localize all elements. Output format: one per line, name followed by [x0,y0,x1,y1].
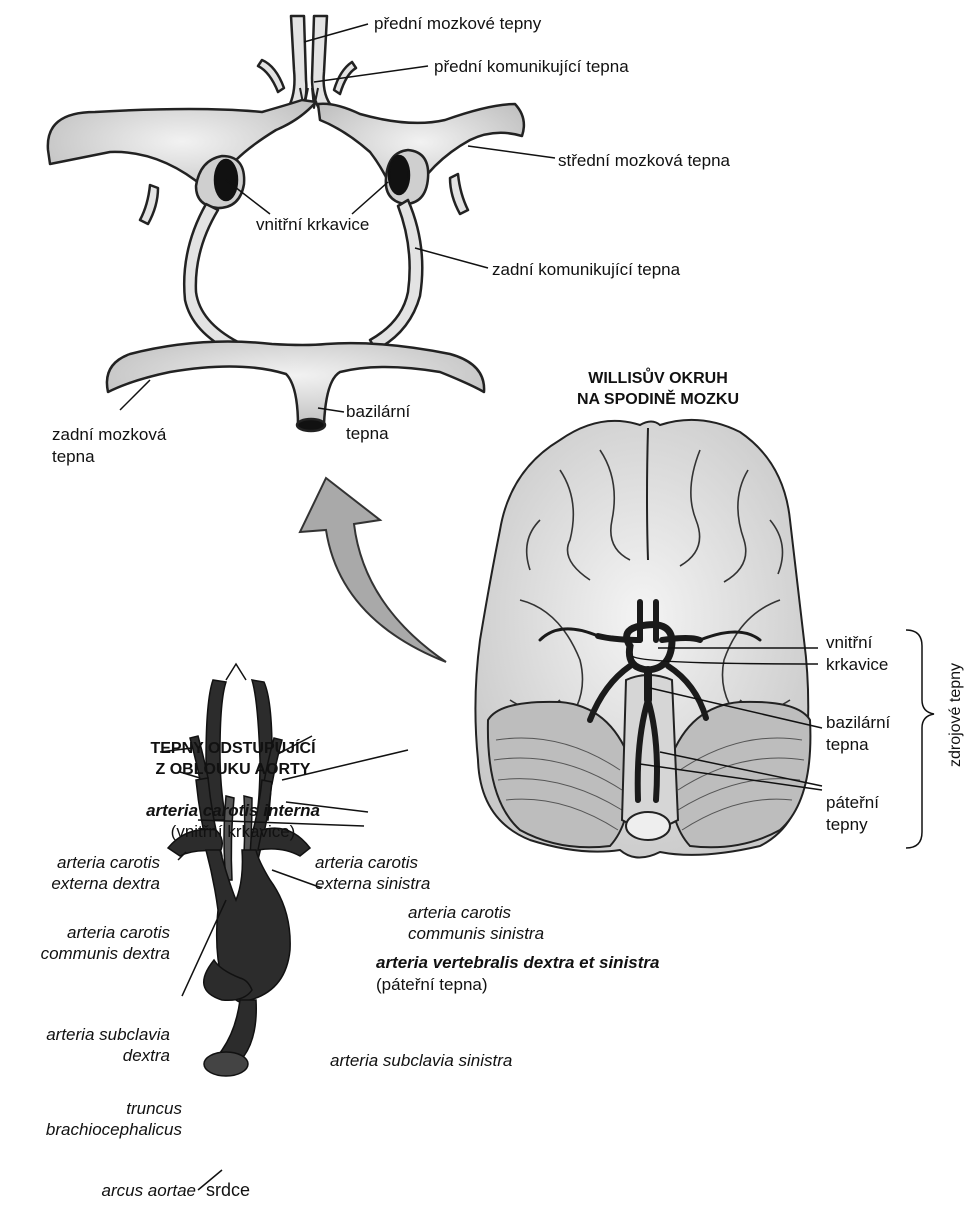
label-comm-dextra-line1: arteria carotis [0,922,170,943]
label-carotis-interna-cz: (vnitřní krkavice) [118,821,348,842]
sources-bracket [906,630,934,848]
label-anterior-communicating-artery: přední komunikující tepna [434,56,629,77]
label-middle-cerebral-artery: střední mozková tepna [558,150,730,171]
label-brain-basilar-line1: bazilární [826,712,890,733]
label-posterior-cerebral-artery-line1: zadní mozková [52,424,166,445]
label-source-arteries: zdrojové tepny [947,645,965,785]
label-comm-dextra-line2: communis dextra [0,943,170,964]
willis-title-line1: WILLISŮV OKRUH [548,368,768,389]
direction-arrow [300,478,446,662]
label-subclavia-dextra-line2: dextra [0,1045,170,1066]
label-anterior-cerebral-arteries: přední mozkové tepny [374,13,541,34]
label-comm-sinistra-line2: communis sinistra [408,923,544,944]
label-truncus-line1: truncus [0,1098,182,1119]
label-brain-vertebral-line2: tepny [826,814,868,835]
label-arcus-aortae: arcus aortae [0,1180,196,1201]
label-vertebralis-cz: (páteřní tepna) [376,974,488,995]
label-brain-carotid-line1: vnitřní [826,632,872,653]
willis-title-line2: NA SPODINĚ MOZKU [548,389,768,410]
aorta-title-line2: Z OBLOUKU AORTY [108,759,358,780]
label-vertebralis: arteria vertebralis dextra et sinistra [376,952,659,973]
aorta-title-line1: TEPNY ODSTUPUJÍCÍ [108,738,358,759]
label-internal-carotid: vnitřní krkavice [256,214,369,235]
label-ext-sinistra-line1: arteria carotis [315,852,418,873]
label-subclavia-dextra-line1: arteria subclavia [0,1024,170,1045]
label-subclavia-sinistra: arteria subclavia sinistra [330,1050,512,1071]
label-brain-basilar-line2: tepna [826,734,869,755]
label-brain-carotid-line2: krkavice [826,654,888,675]
label-basilar-artery-line1: bazilární [346,401,410,422]
label-brain-vertebral-line1: páteřní [826,792,879,813]
label-ext-dextra-line1: arteria carotis [0,852,160,873]
label-ext-dextra-line2: externa dextra [0,873,160,894]
label-posterior-cerebral-artery-line2: tepna [52,446,95,467]
label-posterior-communicating-artery: zadní komunikující tepna [492,259,680,280]
label-srdce: srdce [206,1180,250,1201]
label-carotis-interna: arteria carotis interna [118,800,348,821]
label-comm-sinistra-line1: arteria carotis [408,902,511,923]
label-truncus-line2: brachiocephalicus [0,1119,182,1140]
label-ext-sinistra-line2: externa sinistra [315,873,430,894]
label-basilar-artery-line2: tepna [346,423,389,444]
